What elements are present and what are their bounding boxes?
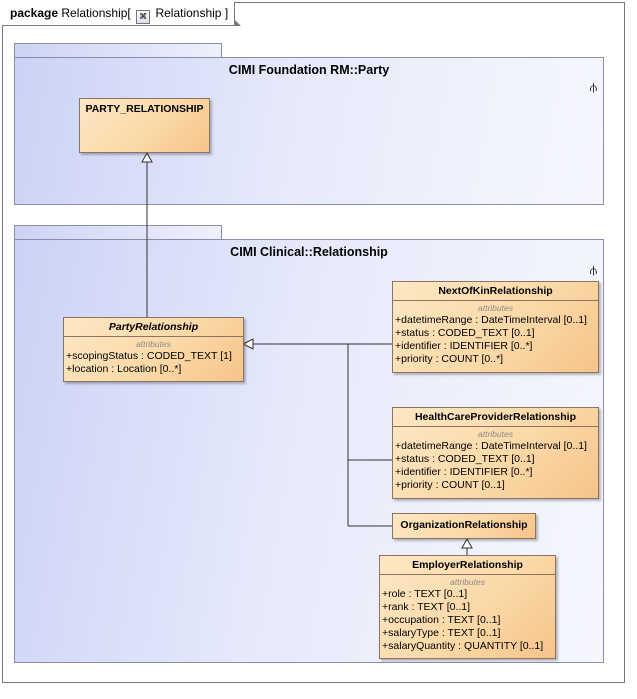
attribute-row: +salaryType : TEXT [0..1] — [382, 627, 501, 639]
attribute-row: +location : Location [0..*] — [66, 363, 182, 375]
package-tab-party — [14, 43, 222, 57]
class-name: NextOfKinRelationship — [438, 285, 553, 297]
attribute-row: +datetimeRange : DateTimeInterval [0..1] — [395, 440, 587, 452]
class-name: PartyRelationship — [108, 321, 199, 333]
generalization-arrowhead — [241, 338, 254, 350]
frame-keyword: package — [10, 6, 59, 20]
package-title-clinical: CIMI Clinical::Relationship — [230, 245, 388, 259]
frame-close: ] — [224, 6, 229, 20]
attributes-heading: attributes — [136, 339, 171, 349]
class-party-relationship[interactable]: PARTY_RELATIONSHIP — [79, 98, 210, 153]
attributes-heading: attributes — [478, 429, 513, 439]
class-name: EmployerRelationship — [412, 559, 523, 571]
attributes-heading: attributes — [450, 577, 485, 587]
class-employer-relationship[interactable]: EmployerRelationship attributes +role : … — [379, 555, 556, 659]
class-name: OrganizationRelationship — [400, 519, 528, 531]
attribute-row: +status : CODED_TEXT [0..1] — [395, 453, 535, 465]
package-tab-clinical — [14, 225, 222, 239]
attribute-row: +datetimeRange : DateTimeInterval [0..1] — [395, 314, 587, 326]
diagram-frame — [2, 2, 625, 683]
generalization-arrowhead — [461, 537, 473, 549]
package-party[interactable]: CIMI Foundation RM::Party ⫛ — [14, 57, 604, 205]
class-name: PARTY_RELATIONSHIP — [85, 103, 204, 115]
attributes-heading: attributes — [478, 303, 513, 313]
package-structure-icon: ⫛ — [589, 80, 597, 94]
frame-ref: Relationship — [155, 6, 222, 20]
attribute-row: +rank : TEXT [0..1] — [382, 601, 471, 613]
attribute-row: +salaryQuantity : QUANTITY [0..1] — [382, 640, 544, 652]
package-structure-icon: ⫛ — [589, 263, 597, 277]
attribute-row: +priority : COUNT [0..*] — [395, 353, 504, 365]
class-party-relationship-abstract[interactable]: PartyRelationship attributes +scopingSta… — [63, 317, 244, 382]
attribute-row: +role : TEXT [0..1] — [382, 588, 468, 600]
class-next-of-kin-relationship[interactable]: NextOfKinRelationship attributes +dateti… — [392, 281, 599, 373]
class-health-care-provider-relationship[interactable]: HealthCareProviderRelationship attribute… — [392, 407, 599, 499]
attribute-row: +priority : COUNT [0..1] — [395, 479, 505, 491]
class-name: HealthCareProviderRelationship — [414, 411, 577, 423]
attribute-row: +identifier : IDENTIFIER [0..*] — [395, 466, 533, 478]
diagram-icon: ⌘ — [136, 10, 151, 24]
frame-name: Relationship[ — [61, 6, 131, 20]
attributes-compartment: attributes +datetimeRange : DateTimeInte… — [393, 300, 598, 366]
package-title-party: CIMI Foundation RM::Party — [228, 63, 390, 77]
class-organization-relationship[interactable]: OrganizationRelationship — [392, 513, 536, 539]
attribute-row: +identifier : IDENTIFIER [0..*] — [395, 340, 533, 352]
attribute-row: +scopingStatus : CODED_TEXT [1] — [66, 350, 232, 362]
generalization-arrowhead — [141, 151, 153, 163]
attribute-row: +occupation : TEXT [0..1] — [382, 614, 501, 626]
attribute-row: +status : CODED_TEXT [0..1] — [395, 327, 535, 339]
attributes-compartment: attributes +scopingStatus : CODED_TEXT [… — [64, 336, 243, 376]
attributes-compartment: attributes +role : TEXT [0..1] +rank : T… — [380, 574, 555, 653]
diagram-frame-label: package Relationship[ ⌘ Relationship ] — [2, 2, 242, 26]
attributes-compartment: attributes +datetimeRange : DateTimeInte… — [393, 426, 598, 492]
